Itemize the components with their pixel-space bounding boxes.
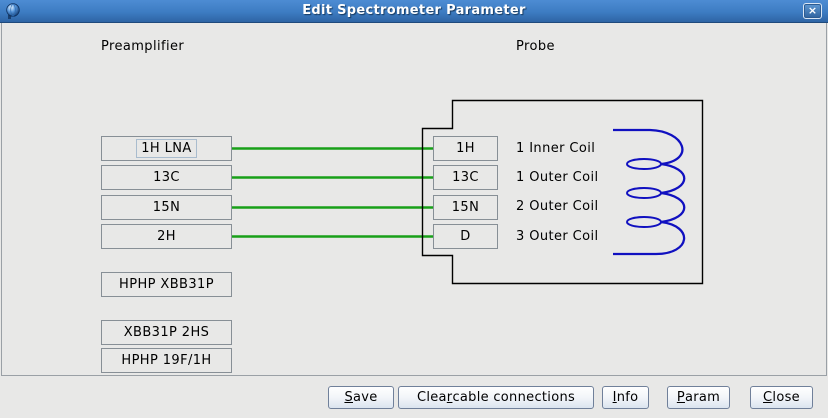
preamp-module-15n[interactable]: 15N [101, 195, 232, 220]
preamp-module-label: 1H LNA [136, 139, 197, 158]
preamp-module-2h[interactable]: 2H [101, 224, 232, 249]
probe-connector-label: 13C [452, 170, 479, 185]
probe-connector-label: 1H [456, 141, 475, 156]
preamp-module-label: HPHP XBB31P [119, 277, 214, 292]
coil-label-1-inner: 1 Inner Coil [516, 141, 596, 156]
probe-connector-13c[interactable]: 13C [433, 165, 498, 190]
preamp-module-xbb31p-2hs[interactable]: XBB31P 2HS [101, 320, 232, 345]
preamplifier-heading: Preamplifier [101, 39, 185, 54]
probe-connector-d[interactable]: D [433, 224, 498, 249]
window-close-button[interactable]: × [803, 3, 822, 19]
probe-heading: Probe [516, 39, 555, 54]
probe-connector-1h[interactable]: 1H [433, 136, 498, 161]
preamp-module-label: HPHP 19F/1H [121, 353, 212, 368]
preamp-module-label: 13C [153, 170, 180, 185]
preamp-module-hphp-19f-1h[interactable]: HPHP 19F/1H [101, 348, 232, 373]
probe-connector-15n[interactable]: 15N [433, 195, 498, 220]
app-icon [6, 3, 20, 19]
preamp-module-label: 2H [157, 229, 176, 244]
preamp-module-1h-lna[interactable]: 1H LNA [101, 136, 232, 161]
coil-label-1-outer: 1 Outer Coil [516, 170, 599, 185]
preamp-module-label: 15N [152, 200, 181, 215]
titlebar[interactable]: Edit Spectrometer Parameter × [0, 0, 828, 23]
preamp-module-13c[interactable]: 13C [101, 165, 232, 190]
probe-connector-label: D [460, 229, 471, 244]
preamp-module-hphp-xbb31p[interactable]: HPHP XBB31P [101, 272, 232, 297]
probe-connector-label: 15N [451, 200, 480, 215]
coil-label-3-outer: 3 Outer Coil [516, 229, 599, 244]
window-title: Edit Spectrometer Parameter [302, 3, 526, 18]
preamp-module-label: XBB31P 2HS [123, 325, 210, 340]
coil-label-2-outer: 2 Outer Coil [516, 199, 599, 214]
